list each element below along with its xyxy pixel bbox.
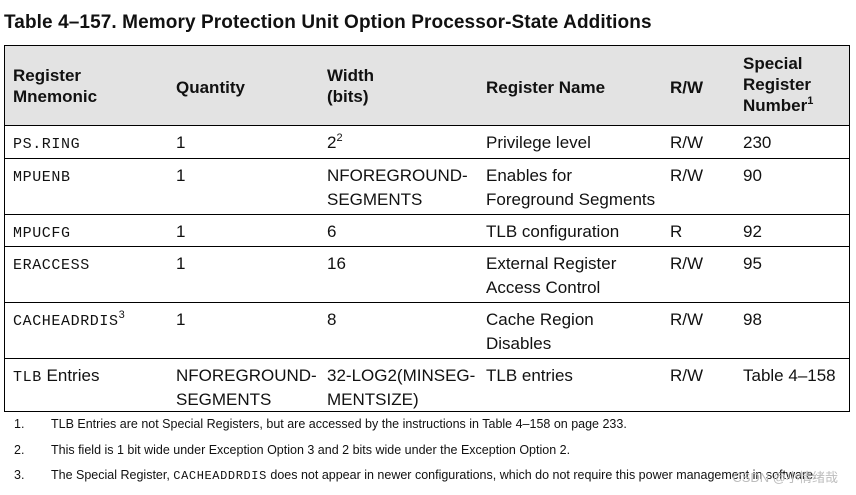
header-width: Width(bits): [327, 66, 375, 106]
cell-quantity: 1: [176, 310, 186, 329]
header-rw: R/W: [670, 78, 704, 97]
table-title: Table 4–157. Memory Protection Unit Opti…: [4, 12, 652, 33]
cell-mnemonic: ERACCESS: [13, 257, 90, 274]
cell-width: 6: [327, 222, 337, 241]
cell-register-name: TLB configuration: [486, 222, 620, 241]
cell-rw: R/W: [670, 166, 704, 185]
cell-quantity: 1: [176, 166, 186, 185]
cell-width: 22: [327, 132, 343, 153]
cell-rw: R/W: [670, 254, 704, 273]
cell-quantity: 1: [176, 254, 186, 273]
cell-quantity: 1: [176, 222, 186, 241]
cell-mnemonic: MPUCFG: [13, 225, 71, 242]
cell-mnemonic: CACHEADRDIS3: [13, 309, 125, 331]
cell-quantity: 1: [176, 133, 186, 152]
cell-special-register-number: 95: [743, 254, 762, 273]
cell-special-register-number: 230: [743, 133, 772, 152]
cell-register-name: Privilege level: [486, 133, 591, 152]
cell-width: 32-LOG2(MINSEG-MENTSIZE): [327, 366, 476, 409]
table-row: PS.RING 1 22 Privilege level R/W 230: [5, 125, 849, 158]
cell-rw: R/W: [670, 310, 704, 329]
watermark: CSDN @小情绪哉: [732, 470, 838, 485]
cell-rw: R/W: [670, 366, 704, 385]
cell-width: 8: [327, 310, 337, 329]
cell-width: 16: [327, 254, 346, 273]
cell-mnemonic: MPUENB: [13, 169, 71, 186]
cell-special-register-number: 90: [743, 166, 762, 185]
footnotes: 1. TLB Entries are not Special Registers…: [14, 417, 817, 483]
cell-register-name: TLB entries: [486, 366, 573, 385]
cell-rw: R: [670, 222, 683, 241]
cell-special-register-number: 92: [743, 222, 762, 241]
header-register-name: Register Name: [486, 78, 606, 97]
cell-mnemonic: PS.RING: [13, 136, 81, 153]
cell-special-register-number: 98: [743, 310, 762, 329]
cell-quantity: NFOREGROUND-SEGMENTS: [176, 366, 317, 409]
cell-width: NFOREGROUND-SEGMENTS: [327, 166, 468, 209]
table-row: MPUCFG 1 6 TLB configuration R 92: [5, 214, 849, 246]
cell-mnemonic: TLB Entries: [13, 366, 100, 386]
header-quantity: Quantity: [176, 78, 245, 97]
cell-rw: R/W: [670, 133, 704, 152]
cell-special-register-number: Table 4–158: [743, 366, 836, 385]
